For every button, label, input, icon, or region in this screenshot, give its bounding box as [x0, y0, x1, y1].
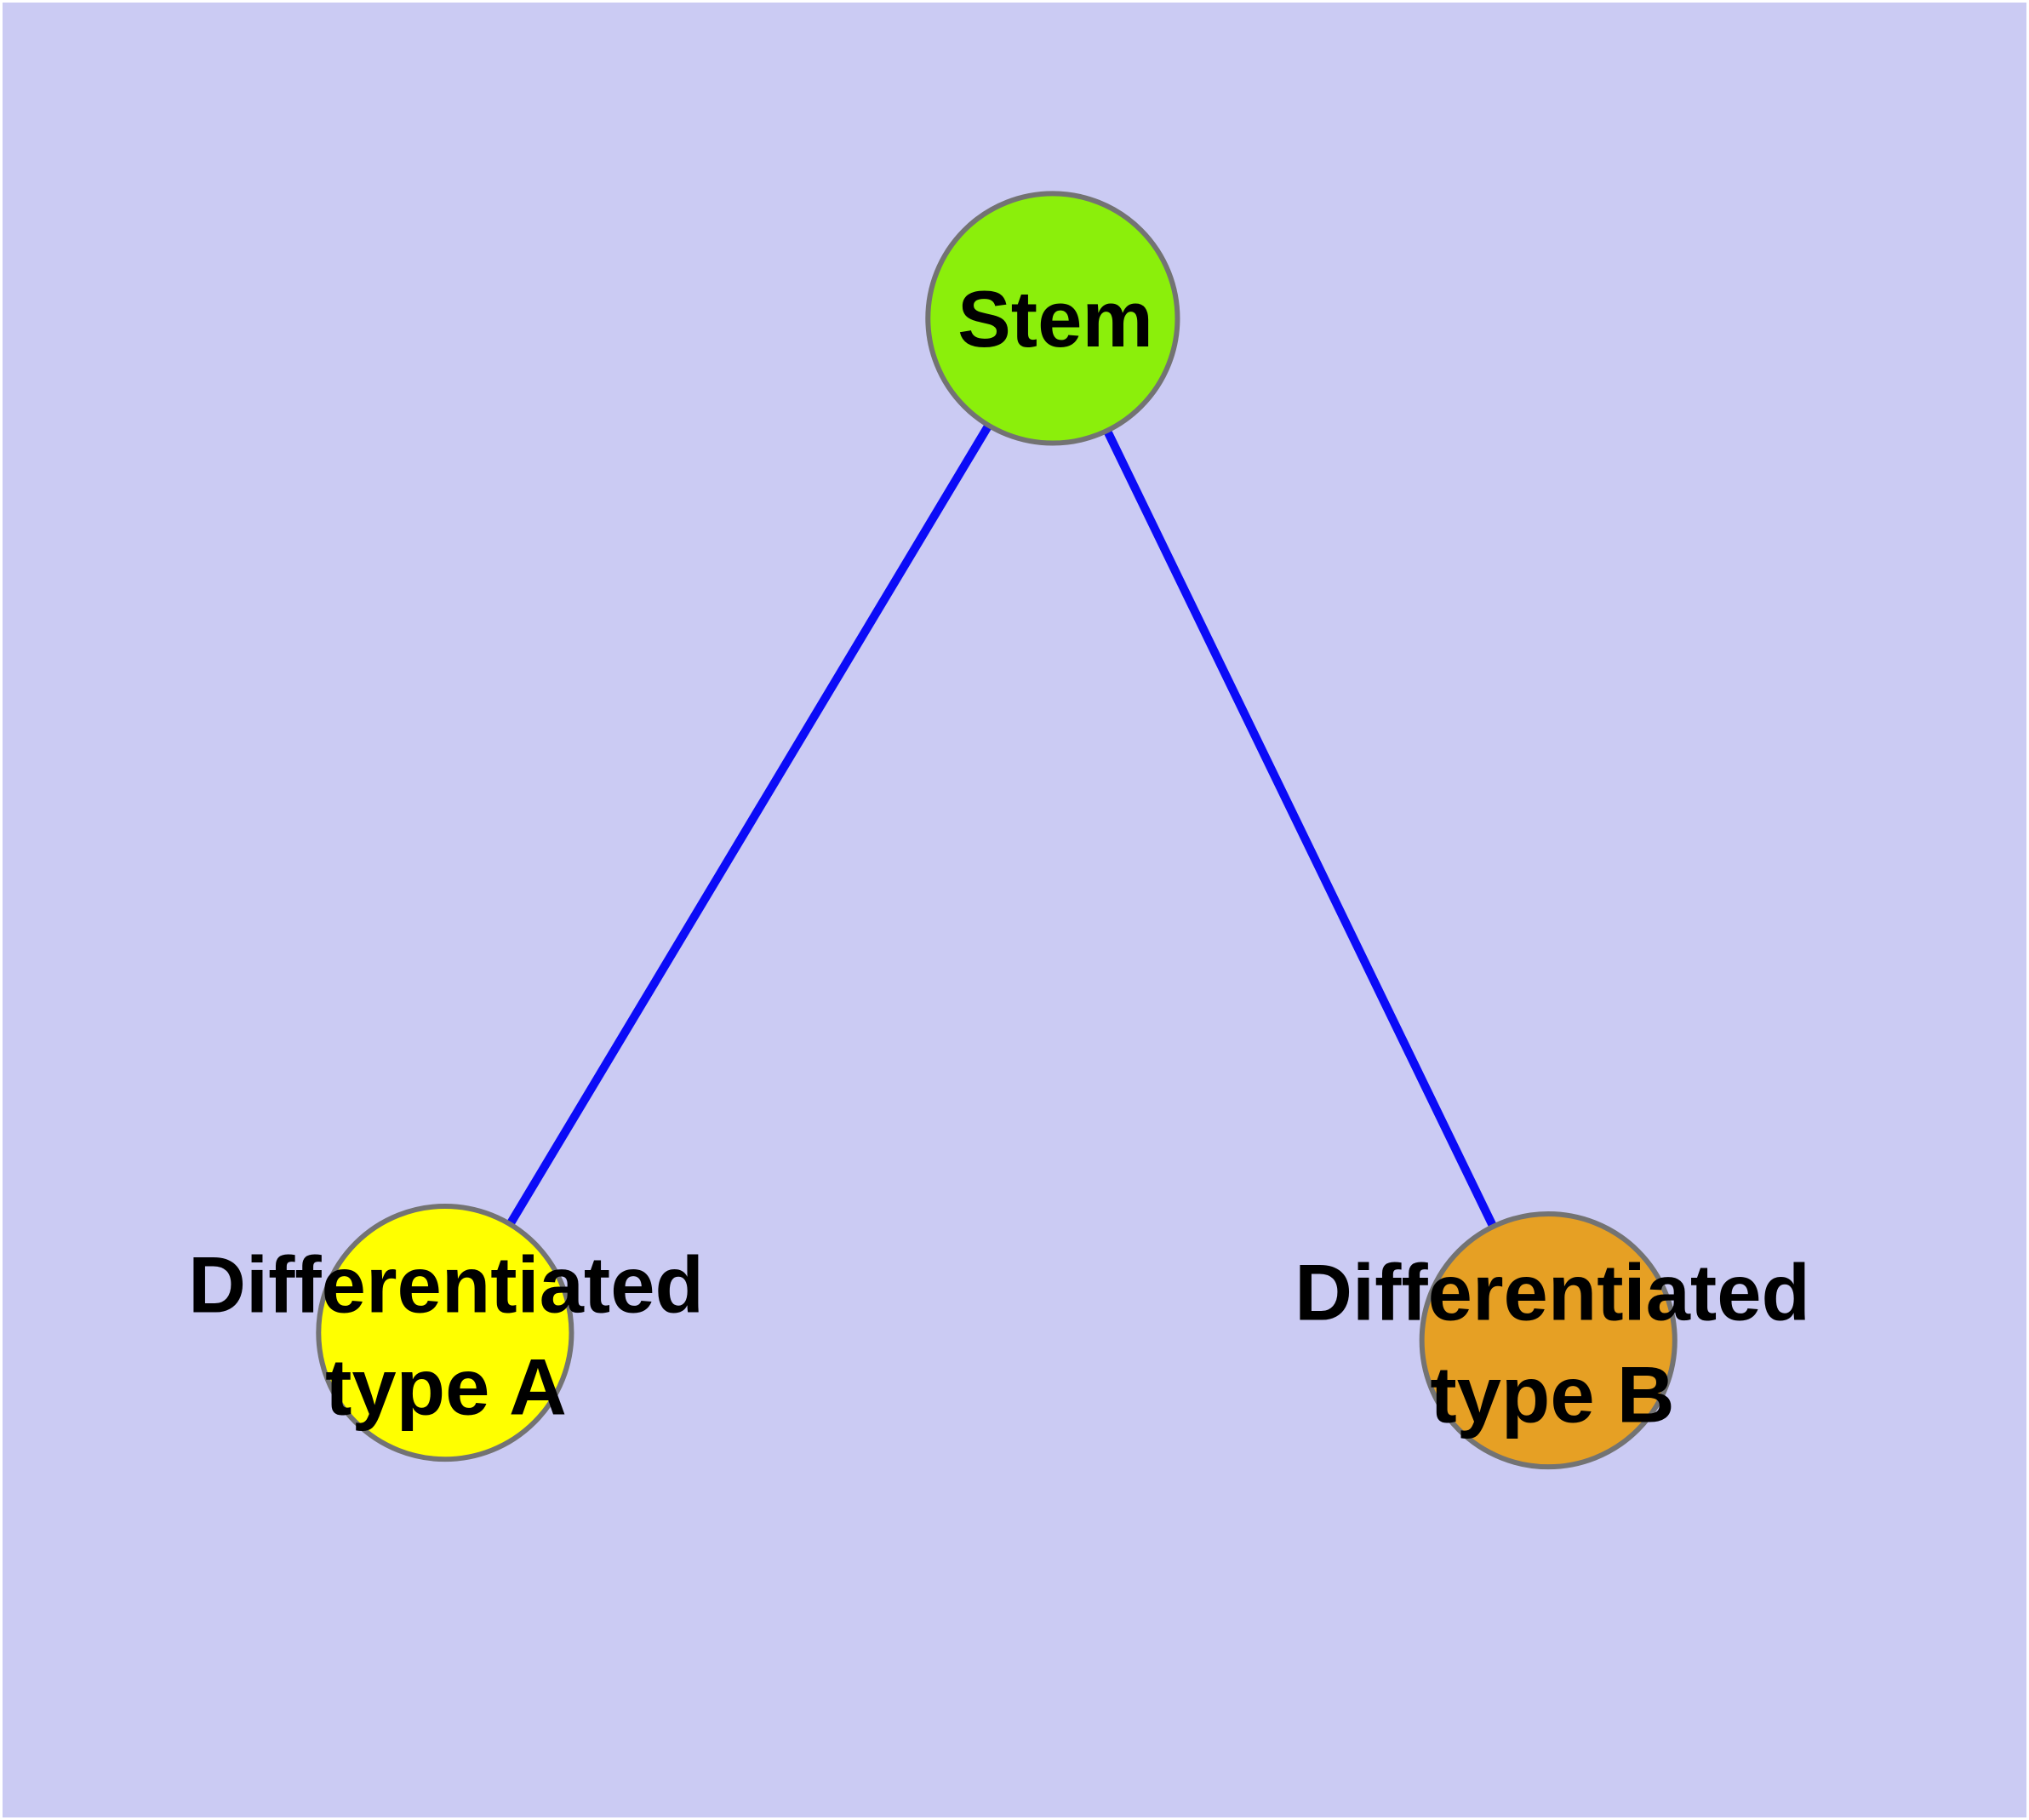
edge-stem-to-type-b — [1049, 316, 1552, 1342]
edge-stem-to-type-a — [441, 316, 1057, 1336]
node-stem-circle — [925, 191, 1180, 446]
graph-svg — [316, 191, 1677, 1470]
node-differentiated-type-b-circle — [1419, 1211, 1677, 1470]
node-differentiated-type-a-circle — [316, 1204, 574, 1462]
